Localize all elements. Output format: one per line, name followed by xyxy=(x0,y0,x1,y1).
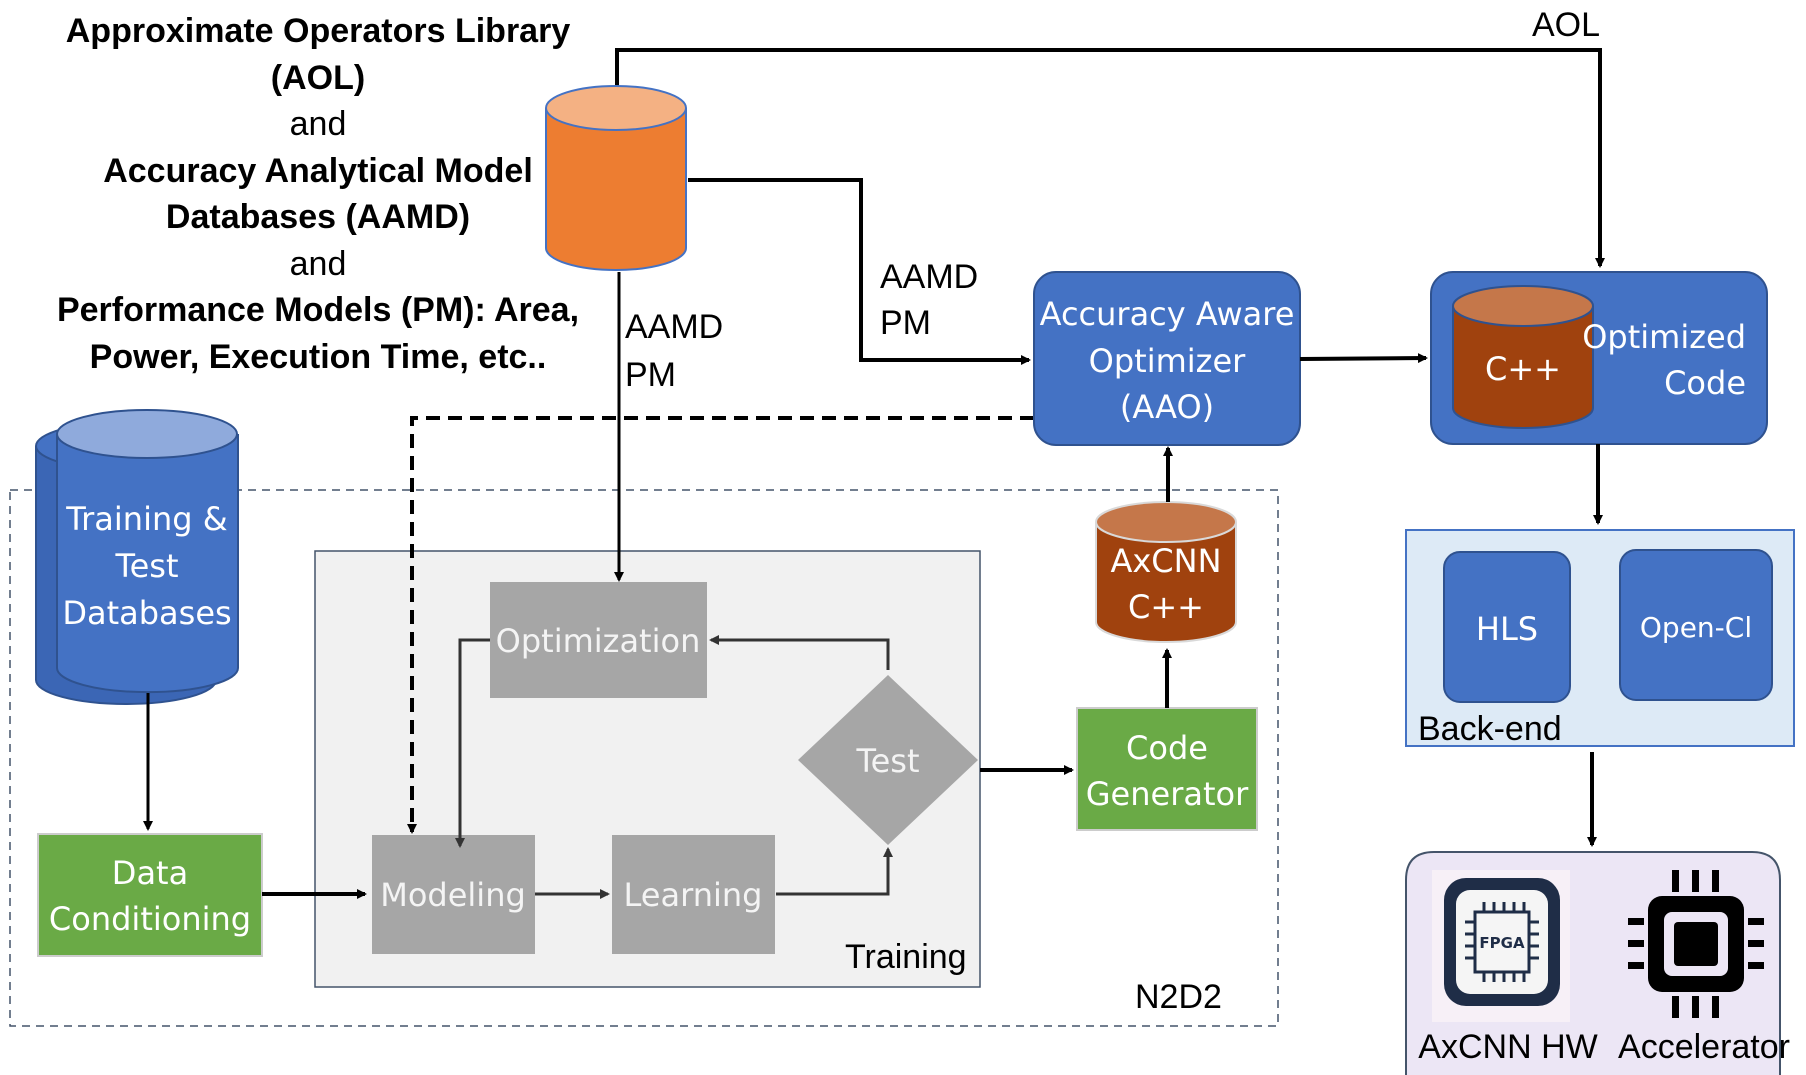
opencl-label: Open-Cl xyxy=(1640,611,1752,644)
axcnn-cpp-database: AxCNN C++ xyxy=(1095,501,1237,643)
data-conditioning-node: Data Conditioning xyxy=(37,833,263,957)
header-line: and xyxy=(290,105,347,143)
header-line: Performance Models (PM): Area, xyxy=(57,291,579,329)
fpga-chip-icon: FPGA xyxy=(1432,870,1570,1022)
fpga-label: FPGA xyxy=(1479,934,1525,952)
axcnn-cpp-line: AxCNN xyxy=(1110,542,1221,580)
training-test-databases: Training & Test Databases xyxy=(35,409,239,705)
modeling-label: Modeling xyxy=(380,876,526,914)
optimized-code-line: Code xyxy=(1664,364,1746,402)
code-generator-node: Code Generator xyxy=(1076,707,1258,831)
aamd-label-right: AAMD xyxy=(880,258,978,296)
cpp-label: C++ xyxy=(1485,350,1561,388)
modeling-node: Modeling xyxy=(372,835,535,954)
header-line: (AOL) xyxy=(271,59,365,97)
optimization-node: Optimization xyxy=(490,582,707,698)
aao-line: (AAO) xyxy=(1120,388,1214,426)
optimized-code-line: Optimized xyxy=(1582,318,1746,356)
axcnn-hw-label: AxCNN HW xyxy=(1418,1028,1597,1066)
optimized-code-node: C++ Optimized Code xyxy=(1430,271,1768,445)
header-line: and xyxy=(290,245,347,283)
data-conditioning-line: Conditioning xyxy=(49,900,251,938)
hls-node xyxy=(1443,551,1571,703)
test-label: Test xyxy=(855,742,919,780)
hls-label: HLS xyxy=(1476,610,1538,648)
test-node: Test xyxy=(798,675,978,845)
aao-line: Optimizer xyxy=(1089,342,1246,380)
learning-node: Learning xyxy=(612,835,775,954)
aao-line: Accuracy Aware xyxy=(1040,295,1295,333)
n2d2-container xyxy=(9,489,1279,1027)
header-line: Databases (AAMD) xyxy=(166,198,470,236)
learning-label: Learning xyxy=(624,876,763,914)
database-icon xyxy=(545,108,687,271)
aol-label: AOL xyxy=(1532,6,1600,44)
accelerator-label: Accelerator xyxy=(1618,1028,1790,1066)
code-generator-line: Generator xyxy=(1086,775,1249,813)
axcnn-cpp-line: C++ xyxy=(1128,588,1204,626)
training-db-line: Databases xyxy=(62,594,231,632)
pm-label-left: PM xyxy=(625,356,676,394)
backend-container: HLS Open-Cl Back-end xyxy=(1405,529,1795,748)
processor-icon xyxy=(1628,870,1764,1018)
training-label: Training xyxy=(845,938,967,976)
n2d2-label: N2D2 xyxy=(1135,978,1222,1016)
opencl-node xyxy=(1619,549,1773,701)
aao-node: Accuracy Aware Optimizer (AAO) xyxy=(1033,271,1301,446)
data-conditioning-line: Data xyxy=(112,854,188,892)
header-line: Accuracy Analytical Model xyxy=(103,152,533,190)
optimization-label: Optimization xyxy=(496,622,701,660)
pm-label-right: PM xyxy=(880,304,931,342)
training-db-line: Test xyxy=(114,547,178,585)
header-line: Power, Execution Time, etc.. xyxy=(90,338,547,376)
aamd-label-left: AAMD xyxy=(625,308,723,346)
training-db-line: Training & xyxy=(65,500,227,538)
header-line: Approximate Operators Library xyxy=(66,12,571,50)
header-text: Approximate Operators Library (AOL) and … xyxy=(57,12,579,376)
database-icon xyxy=(56,434,239,694)
database-icon xyxy=(1095,522,1237,643)
code-generator-line: Code xyxy=(1126,729,1208,767)
database-icon xyxy=(1452,306,1594,429)
aol-aamd-pm-database xyxy=(545,85,687,271)
hardware-container: FPGA AxCNN HW Accelerator xyxy=(1405,851,1790,1075)
backend-label: Back-end xyxy=(1418,710,1562,748)
